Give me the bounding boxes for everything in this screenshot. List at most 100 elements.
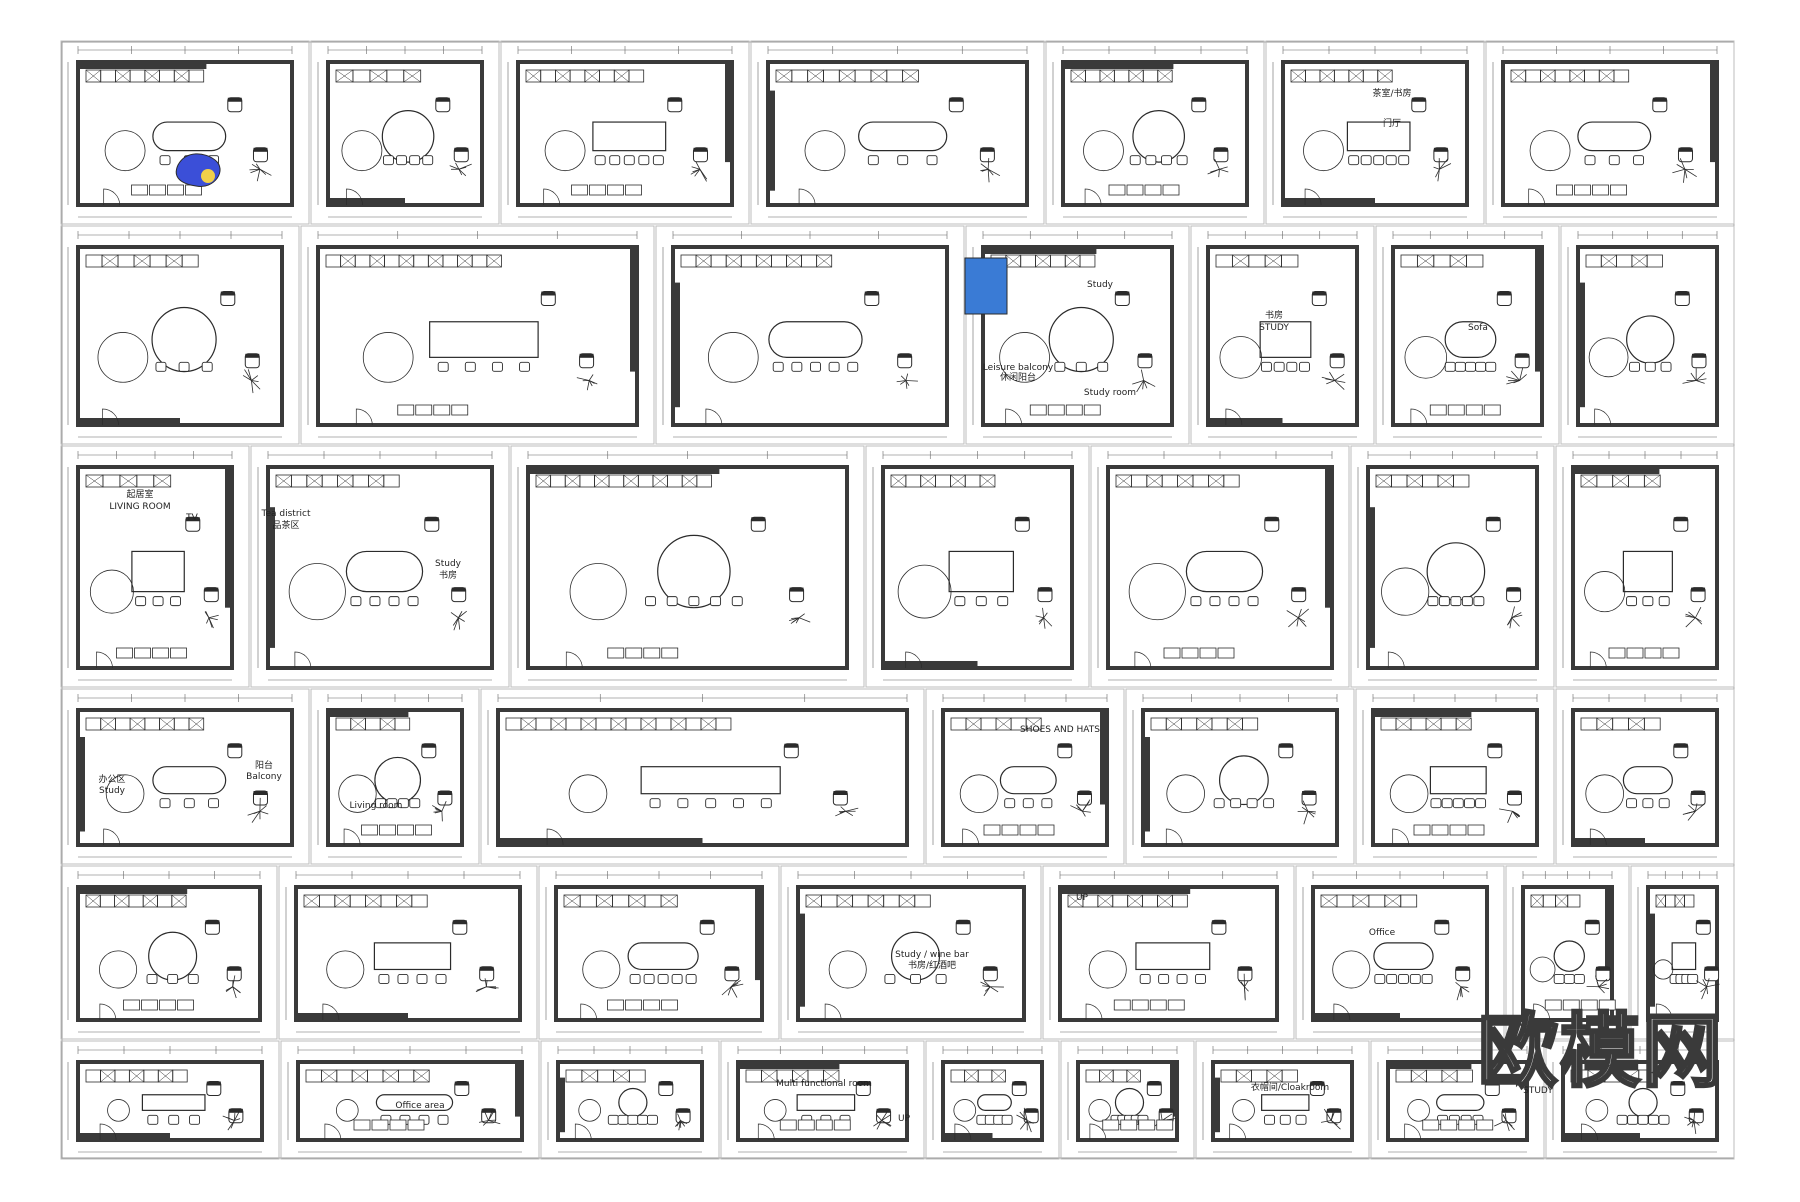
door-swing: [1589, 828, 1607, 846]
plant-branch: [699, 169, 708, 180]
plant-branch: [881, 1120, 892, 1126]
shelf-unit: [1395, 1069, 1412, 1083]
shelf-unit: [1580, 717, 1598, 731]
shelf-cross: [1290, 69, 1306, 83]
panel-frame: [300, 225, 655, 445]
chair: [1465, 361, 1476, 372]
plant-branch: [1043, 617, 1053, 627]
chair: [1608, 155, 1620, 166]
plant-branch: [1035, 615, 1044, 619]
desk: [1346, 121, 1411, 152]
storage-box: [433, 404, 451, 416]
shelf-cross: [144, 69, 160, 83]
shelf-cross: [1099, 1069, 1114, 1083]
shelf-unit: [159, 69, 175, 83]
plant-branch: [458, 168, 467, 177]
panel-frame: [1555, 688, 1735, 865]
room-label: UP: [1076, 893, 1089, 903]
door-swing: [1581, 1123, 1598, 1141]
plant-branch: [1696, 380, 1705, 384]
shelf-cross: [369, 254, 385, 268]
storage-box: [607, 184, 624, 196]
plan-panel: [500, 40, 750, 225]
rug: [326, 950, 365, 989]
plant-branch: [453, 617, 459, 631]
armchair-back: [227, 743, 242, 748]
shelf-unit: [413, 1069, 430, 1083]
panel-frame: [1485, 40, 1735, 225]
chair: [1616, 1114, 1628, 1125]
plant-branch: [1684, 168, 1697, 178]
round-table: [1114, 1087, 1145, 1118]
chair: [159, 798, 171, 809]
plant-branch: [259, 810, 269, 815]
plant-branch: [433, 810, 442, 813]
door-swing: [565, 651, 583, 669]
chair: [187, 974, 199, 984]
chair: [183, 798, 195, 809]
plant-branch: [449, 165, 460, 170]
chair: [464, 361, 476, 372]
panel-frame: [720, 1040, 925, 1160]
rug: [1332, 950, 1371, 989]
shelf-unit: [608, 474, 625, 488]
door-swing: [574, 1123, 592, 1141]
plan-panel: [278, 865, 538, 1040]
panel-frame: [60, 865, 278, 1040]
shelf-cross: [1128, 69, 1144, 83]
shelf-cross: [334, 894, 351, 908]
door-swing: [1085, 1003, 1103, 1021]
wall-solid: [1648, 913, 1655, 1007]
shelf-cross: [85, 474, 104, 488]
door-swing: [1404, 1123, 1422, 1141]
plan-panel: [1295, 865, 1505, 1040]
room-label: Multi functional room: [776, 1079, 872, 1089]
armchair-back: [1057, 743, 1072, 748]
chair: [1485, 361, 1497, 372]
shelf-unit: [114, 1069, 130, 1083]
plant-branch: [1690, 372, 1697, 381]
panel-frame: [60, 40, 310, 225]
round-table: [1218, 755, 1269, 806]
chair: [1279, 1114, 1291, 1125]
shelf-unit: [1248, 254, 1266, 268]
chair: [666, 596, 678, 607]
plant-branch: [1244, 986, 1246, 999]
shelf-unit: [1554, 69, 1571, 83]
storage-box: [1199, 647, 1217, 659]
storage-box: [152, 647, 169, 659]
storage-box: [625, 647, 643, 659]
shelf-unit: [979, 474, 996, 488]
shelf-unit: [336, 1069, 353, 1083]
armchair-back: [1704, 966, 1719, 971]
shelf-unit: [1362, 69, 1379, 83]
shelf-cross: [991, 1069, 1006, 1083]
rug: [582, 950, 621, 989]
plant-branch: [1296, 617, 1299, 627]
chair: [437, 361, 449, 372]
plant-branch: [721, 986, 732, 996]
plant-branch: [208, 617, 214, 629]
chair: [167, 974, 179, 984]
shelf-cross: [1232, 254, 1249, 268]
chair: [1658, 798, 1670, 809]
shelf-unit: [1281, 1069, 1298, 1083]
armchair-back: [897, 353, 912, 358]
plant-branch: [1513, 380, 1520, 384]
plant-branch: [1695, 372, 1706, 381]
chair: [1584, 155, 1596, 166]
shelf-cross: [660, 894, 678, 908]
shelf-unit: [935, 474, 951, 488]
shelf-cross: [555, 69, 571, 83]
plant-branch: [1695, 803, 1705, 812]
shelf-unit: [188, 69, 205, 83]
chair: [1176, 974, 1188, 984]
shelf-unit: [854, 69, 872, 83]
chair: [1573, 974, 1585, 984]
shelf-cross: [563, 894, 581, 908]
shelf-cross: [321, 1069, 337, 1083]
chair: [397, 974, 409, 984]
plan-panel: [60, 865, 278, 1040]
room-label: Study / wine bar: [895, 950, 969, 960]
chair: [435, 974, 447, 984]
